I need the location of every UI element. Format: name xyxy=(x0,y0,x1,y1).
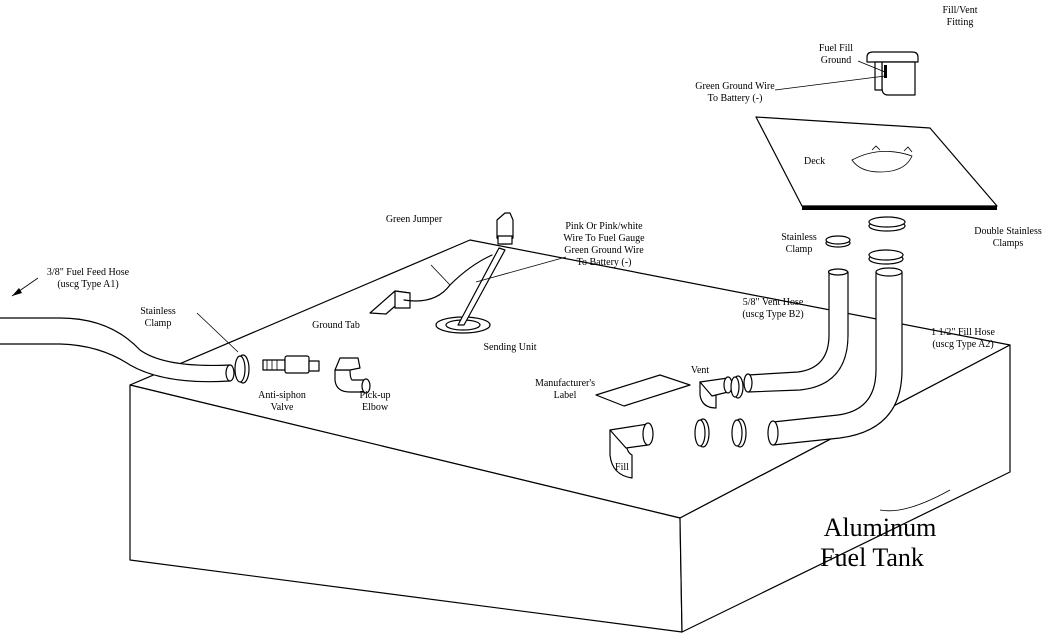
vent-label: Vent xyxy=(691,365,710,376)
green-ground-wire-top-label-1: Green Ground Wire xyxy=(695,81,775,92)
pink-wire-label-4: To Battery (-) xyxy=(577,257,632,268)
pink-wire-label-2: Wire To Fuel Gauge xyxy=(563,233,645,244)
fill-elbow xyxy=(609,422,654,479)
green-ground-wire-leader-top xyxy=(774,75,886,91)
stainless-clamp-left-leader xyxy=(196,312,239,353)
labels: Fill/Vent Fitting Fuel Fill Ground Green… xyxy=(47,5,1042,572)
ground-terminal xyxy=(884,65,887,78)
deck-opening-tab-1 xyxy=(871,145,881,151)
sending-unit xyxy=(435,212,567,334)
stainless-clamp-left-label-2: Clamp xyxy=(145,318,172,329)
deck-opening-tab-2 xyxy=(903,146,913,153)
fill-vent-fitting-label-2: Fitting xyxy=(947,17,974,28)
sending-unit-tube xyxy=(457,247,506,326)
title-line-2: Fuel Tank xyxy=(820,543,924,572)
vent-hose xyxy=(743,268,849,393)
fuel-fill-ground-label-2: Ground xyxy=(821,55,852,66)
sending-unit-label: Sending Unit xyxy=(483,342,536,353)
pink-wire-label-1: Pink Or Pink/white xyxy=(565,221,643,232)
fuel-feed-hose xyxy=(0,277,250,384)
fill-clamps xyxy=(694,418,747,448)
fill-vent-fitting-label-1: Fill/Vent xyxy=(942,5,977,16)
green-jumper-label: Green Jumper xyxy=(386,214,443,225)
stainless-clamp-left-label-1: Stainless xyxy=(140,306,176,317)
manufacturers-label-text-2: Label xyxy=(554,390,577,401)
vent-elbow xyxy=(699,375,744,409)
fill-vent-fitting xyxy=(774,51,919,96)
stainless-clamp-right-label-2: Clamp xyxy=(786,244,813,255)
vent-hose-label-2: (uscg Type B2) xyxy=(742,309,803,320)
fill-hose-label-1: 1 1/2" Fill Hose xyxy=(931,327,995,338)
ground-tab xyxy=(369,254,493,315)
vent-hose-label-1: 5/8" Vent Hose xyxy=(743,297,804,308)
title-leader xyxy=(879,489,951,512)
green-ground-wire-top-label-2: To Battery (-) xyxy=(708,93,763,104)
green-jumper-leader xyxy=(430,264,451,286)
fill-hose-body xyxy=(772,271,903,446)
pickup-elbow xyxy=(334,357,371,394)
anti-siphon-valve xyxy=(262,355,320,374)
vent-hose-body xyxy=(747,271,849,393)
fitting-cap xyxy=(866,51,919,63)
fuel-tank-body xyxy=(129,239,1011,633)
pink-wire-leader xyxy=(475,256,567,283)
pickup-elbow-label-1: Pick-up xyxy=(359,390,390,401)
fill-hose xyxy=(767,267,903,446)
pickup-elbow-label-2: Elbow xyxy=(362,402,389,413)
feed-hose-body xyxy=(0,317,231,383)
anti-siphon-label-1: Anti-siphon xyxy=(258,390,306,401)
double-clamps-label-2: Clamps xyxy=(993,238,1024,249)
deck-edge xyxy=(802,206,997,210)
anti-siphon-label-2: Valve xyxy=(271,402,294,413)
fuel-fill-ground-leader xyxy=(857,60,886,73)
deck-top xyxy=(755,116,998,207)
fuel-feed-hose-label-2: (uscg Type A1) xyxy=(57,279,118,290)
deck-opening xyxy=(851,151,913,173)
tank-side-face xyxy=(679,344,1011,633)
fuel-feed-hose-label-1: 3/8" Fuel Feed Hose xyxy=(47,267,130,278)
title-line-1: Aluminum xyxy=(824,513,937,542)
fill-hose-label-2: (uscg Type A2) xyxy=(932,339,993,350)
fitting-vent-tube xyxy=(874,61,883,91)
double-clamps-label-1: Double Stainless xyxy=(974,226,1042,237)
manufacturers-label-text-1: Manufacturer's xyxy=(535,378,595,389)
pink-wire-label-3: Green Ground Wire xyxy=(564,245,644,256)
fuel-fill-ground-label-1: Fuel Fill xyxy=(819,43,853,54)
stainless-clamp-right-label-1: Stainless xyxy=(781,232,817,243)
manufacturers-label-plate xyxy=(595,374,691,407)
ground-tab-label: Ground Tab xyxy=(312,320,360,331)
deck-clamps xyxy=(825,216,906,265)
deck-panel xyxy=(755,116,998,210)
deck-label: Deck xyxy=(804,156,825,167)
fill-label: Fill xyxy=(615,462,629,473)
